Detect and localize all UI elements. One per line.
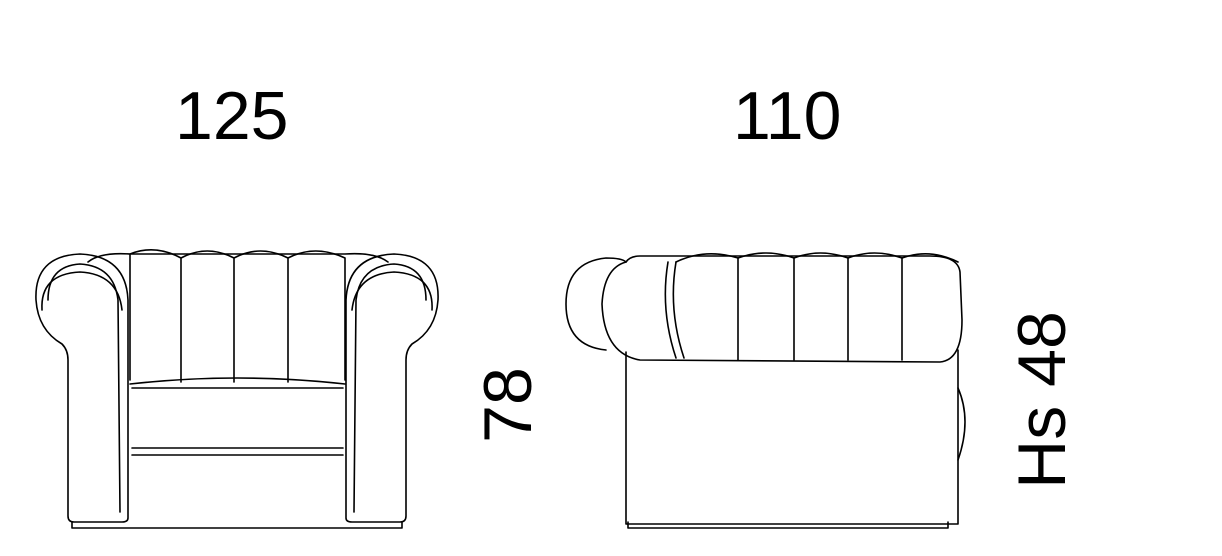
side-tufts (664, 257, 903, 361)
side-body (625, 349, 959, 525)
front-width-dimension: 125 (175, 78, 289, 154)
side-arm-roll (565, 257, 627, 351)
front-left-arm-inner (47, 263, 121, 513)
height-dimension: 78 (470, 367, 546, 443)
side-view-armchair (565, 252, 966, 529)
side-base (627, 521, 949, 529)
front-base (71, 521, 403, 529)
side-depth-dimension: 110 (733, 78, 842, 154)
side-tuft-tops (675, 252, 959, 263)
front-view-armchair (35, 249, 439, 529)
front-backrest-channels (129, 249, 346, 383)
side-back-curve (957, 387, 966, 461)
front-right-arm-inner (353, 263, 427, 513)
front-left-arm (35, 253, 129, 523)
front-right-arm (345, 253, 439, 523)
front-left-arm-scroll (41, 271, 123, 311)
front-right-arm-scroll (351, 271, 433, 311)
side-tufted-roll (601, 255, 963, 363)
front-seat-cushion (129, 377, 346, 456)
seat-height-dimension: Hs 48 (1004, 311, 1080, 489)
